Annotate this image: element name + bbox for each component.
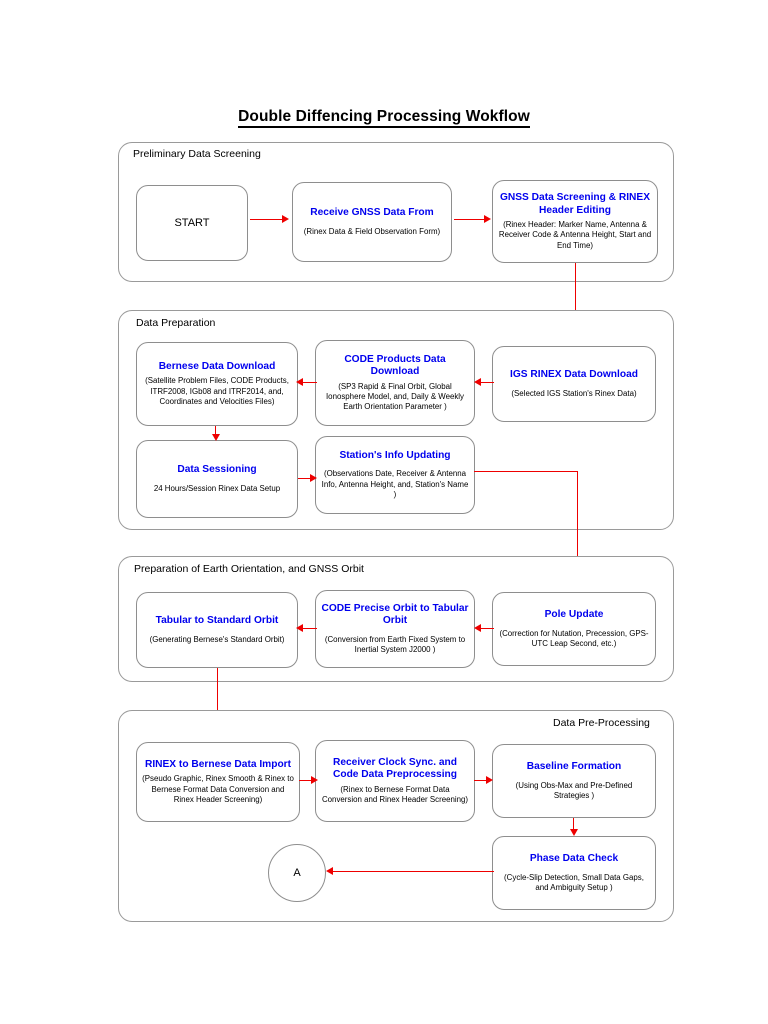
arrow-receive-to-screening xyxy=(454,214,494,226)
node-pole-update-sub: (Correction for Nutation, Precession, GP… xyxy=(499,628,649,648)
node-gnss-data-screening[interactable]: GNSS Data Screening & RINEX Header Editi… xyxy=(492,180,658,263)
node-code-products-download-title: CODE Products Data Download xyxy=(344,353,446,378)
node-pole-update-title: Pole Update xyxy=(544,609,604,621)
node-receive-gnss-data-title: Receive GNSS Data From xyxy=(310,207,434,219)
arrow-start-to-receive xyxy=(250,214,292,226)
node-bernese-data-download[interactable]: Bernese Data Download (Satellite Problem… xyxy=(136,342,298,426)
arrow-bernese-to-sessioning xyxy=(210,426,222,442)
node-code-products-download-sub: (SP3 Rapid & Final Orbit, Global Ionosph… xyxy=(325,381,464,411)
node-station-info-updating-sub: (Observations Date, Receiver & Antenna I… xyxy=(321,469,469,499)
node-tabular-to-standard-orbit-sub: (Generating Bernese's Standard Orbit) xyxy=(149,634,285,644)
arrow-phase-check-to-connector-a xyxy=(326,866,494,878)
arrow-pole-to-code-precise xyxy=(474,623,494,635)
node-bernese-data-download-sub: (Satellite Problem Files, CODE Products,… xyxy=(145,376,289,406)
arrow-baseline-to-phase-check xyxy=(568,818,580,838)
node-connector-a-label: A xyxy=(293,867,301,879)
node-code-products-download[interactable]: CODE Products Data Download (SP3 Rapid &… xyxy=(315,340,475,426)
arrow-code-precise-to-tabular xyxy=(296,623,317,635)
node-igs-rinex-download[interactable]: IGS RINEX Data Download (Selected IGS St… xyxy=(492,346,656,422)
node-tabular-to-standard-orbit[interactable]: Tabular to Standard Orbit (Generating Be… xyxy=(136,592,298,668)
node-station-info-updating[interactable]: Station's Info Updating (Observations Da… xyxy=(315,436,475,514)
node-data-sessioning[interactable]: Data Sessioning 24 Hours/Session Rinex D… xyxy=(136,440,298,518)
node-rinex-to-bernese-import-sub: (Pseudo Graphic, Rinex Smooth & Rinex to… xyxy=(142,774,294,804)
node-gnss-data-screening-sub: (Rinex Header: Marker Name, Antenna & Re… xyxy=(498,220,652,250)
section-label-data-pre-processing: Data Pre-Processing xyxy=(553,717,650,729)
node-baseline-formation[interactable]: Baseline Formation (Using Obs-Max and Pr… xyxy=(492,744,656,818)
arrow-igs-to-code-products xyxy=(474,377,494,389)
node-baseline-formation-sub: (Using Obs-Max and Pre-Defined Strategie… xyxy=(515,780,633,800)
node-rinex-to-bernese-import[interactable]: RINEX to Bernese Data Import (Pseudo Gra… xyxy=(136,742,300,822)
section-label-data-preparation: Data Preparation xyxy=(136,317,216,329)
node-receiver-clock-sync-sub: (Rinex to Bernese Format Data Conversion… xyxy=(321,784,469,804)
node-receiver-clock-sync-title: Receiver Clock Sync. and Code Data Prepr… xyxy=(332,756,457,781)
arrow-code-products-to-bernese xyxy=(296,377,317,389)
node-code-precise-orbit-sub: (Conversion from Earth Fixed System to I… xyxy=(324,634,466,654)
node-data-sessioning-title: Data Sessioning xyxy=(177,464,257,476)
node-baseline-formation-title: Baseline Formation xyxy=(526,761,622,773)
node-phase-data-check-title: Phase Data Check xyxy=(529,853,619,865)
section-label-preliminary: Preliminary Data Screening xyxy=(133,148,261,160)
node-gnss-data-screening-title: GNSS Data Screening & RINEX Header Editi… xyxy=(499,192,651,216)
node-rinex-to-bernese-import-title: RINEX to Bernese Data Import xyxy=(144,758,292,770)
node-igs-rinex-download-title: IGS RINEX Data Download xyxy=(510,369,638,381)
arrow-sessioning-to-station-info xyxy=(298,473,318,485)
page-title: Double Diffencing Processing Wokflow xyxy=(0,108,768,128)
node-igs-rinex-download-sub: (Selected IGS Station's Rinex Data) xyxy=(511,388,637,398)
node-code-precise-orbit-title: CODE Precise Orbit to Tabular Orbit xyxy=(321,602,469,627)
node-phase-data-check-sub: (Cycle-Slip Detection, Small Data Gaps, … xyxy=(504,872,644,892)
node-start[interactable]: START xyxy=(136,185,248,261)
node-tabular-to-standard-orbit-title: Tabular to Standard Orbit xyxy=(155,615,279,627)
node-receive-gnss-data[interactable]: Receive GNSS Data From (Rinex Data & Fie… xyxy=(292,182,452,262)
node-receiver-clock-sync[interactable]: Receiver Clock Sync. and Code Data Prepr… xyxy=(315,740,475,822)
node-data-sessioning-sub: 24 Hours/Session Rinex Data Setup xyxy=(153,483,281,493)
node-start-title: START xyxy=(174,216,210,229)
node-phase-data-check[interactable]: Phase Data Check (Cycle-Slip Detection, … xyxy=(492,836,656,910)
arrow-clock-sync-to-baseline xyxy=(474,775,494,787)
node-bernese-data-download-title: Bernese Data Download xyxy=(158,360,276,372)
arrow-rinex-import-to-clock-sync xyxy=(299,775,319,787)
node-connector-a[interactable]: A xyxy=(268,844,326,902)
section-label-earth-orientation: Preparation of Earth Orientation, and GN… xyxy=(134,563,364,575)
node-station-info-updating-title: Station's Info Updating xyxy=(339,449,451,461)
node-code-precise-orbit[interactable]: CODE Precise Orbit to Tabular Orbit (Con… xyxy=(315,590,475,668)
node-pole-update[interactable]: Pole Update (Correction for Nutation, Pr… xyxy=(492,592,656,666)
node-receive-gnss-data-sub: (Rinex Data & Field Observation Form) xyxy=(303,226,441,236)
page-title-text: Double Diffencing Processing Wokflow xyxy=(238,108,530,128)
